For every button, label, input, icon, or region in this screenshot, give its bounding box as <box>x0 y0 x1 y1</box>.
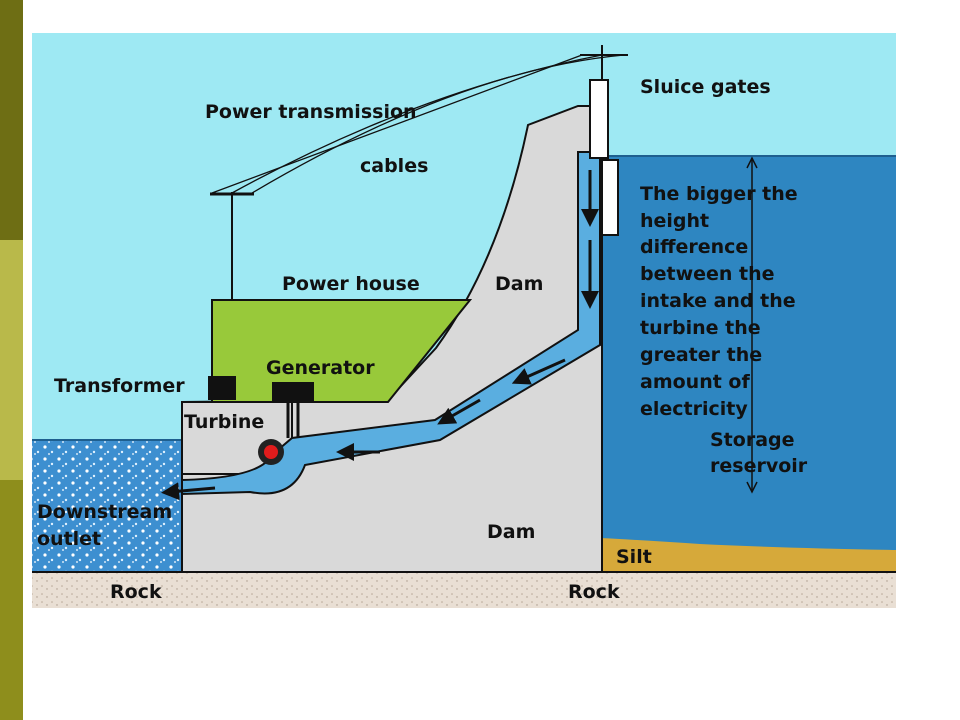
label-transformer: Transformer <box>54 375 185 397</box>
side-bar-middle <box>0 240 23 480</box>
transmission-cables <box>211 54 625 194</box>
height-note-line: height <box>640 210 709 232</box>
label-turbine: Turbine <box>184 411 264 433</box>
height-note-line: electricity <box>640 398 748 420</box>
height-note-line: amount of <box>640 371 750 393</box>
label-dam-upper: Dam <box>495 273 543 295</box>
downstream-water <box>32 440 182 572</box>
height-note-line: intake and the <box>640 290 796 312</box>
reservoir-water <box>600 156 896 556</box>
height-arrow <box>746 156 758 494</box>
label-power-house: Power house <box>282 273 420 295</box>
label-sluice-gates: Sluice gates <box>640 76 771 98</box>
height-note-line: difference <box>640 236 748 258</box>
hydroelectric-dam-diagram: Sluice gates Power transmission cables P… <box>32 33 896 608</box>
sluice-gate <box>601 159 619 236</box>
side-bar-bottom <box>0 480 23 720</box>
flow-arrows <box>161 170 599 501</box>
label-power-transmission: Power transmission <box>205 101 417 123</box>
label-storage: Storage <box>710 429 795 451</box>
label-rock-left: Rock <box>110 581 162 603</box>
height-note-line: turbine the <box>640 317 761 339</box>
side-bar-top <box>0 0 23 240</box>
height-note-line: between the <box>640 263 775 285</box>
label-rock-right: Rock <box>568 581 620 603</box>
turbine-core <box>264 445 278 459</box>
label-outlet: outlet <box>37 528 101 550</box>
sluice-gate-tower <box>589 79 609 159</box>
label-reservoir: reservoir <box>710 455 808 477</box>
label-dam-lower: Dam <box>487 521 535 543</box>
height-note: The bigger the height difference between… <box>640 183 798 420</box>
label-generator: Generator <box>266 357 375 379</box>
transformer <box>208 376 236 400</box>
rock-ground <box>32 572 896 608</box>
label-cables: cables <box>360 155 428 177</box>
silt-layer <box>600 538 896 572</box>
label-silt: Silt <box>616 546 652 568</box>
height-note-line: The bigger the <box>640 183 798 205</box>
height-note-line: greater the <box>640 344 762 366</box>
power-house <box>211 299 473 403</box>
generator <box>272 382 314 402</box>
label-downstream: Downstream <box>37 501 172 523</box>
